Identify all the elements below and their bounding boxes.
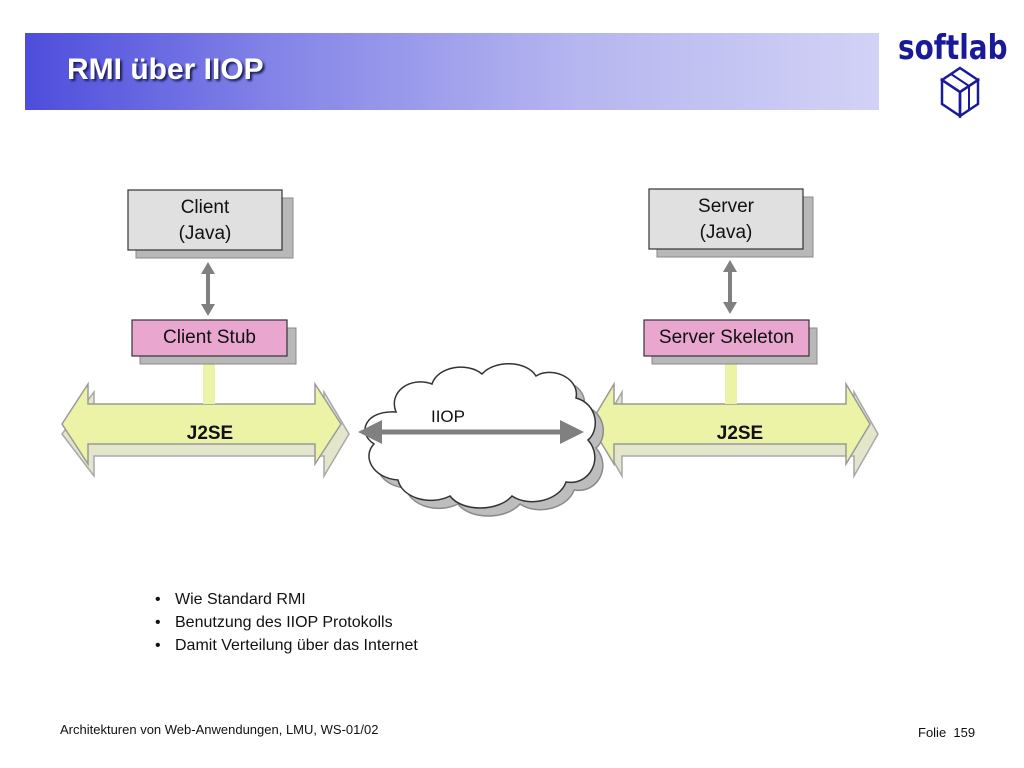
left-stub-connector xyxy=(203,360,215,404)
bullet-text: Benutzung des IIOP Protokolls xyxy=(175,614,393,631)
bullet-list: •Wie Standard RMI •Benutzung des IIOP Pr… xyxy=(155,588,418,657)
list-item: •Wie Standard RMI xyxy=(155,591,306,608)
slide-title: RMI über IIOP xyxy=(67,53,264,86)
cube-logo-icon xyxy=(940,66,980,119)
list-item: •Damit Verteilung über das Internet xyxy=(155,637,418,654)
footer-course: Architekturen von Web-Anwendungen, LMU, … xyxy=(60,722,379,737)
client-box-shape xyxy=(127,189,294,259)
footer-slide-number: Folie 159 xyxy=(918,725,975,740)
client-box: Client (Java) xyxy=(128,195,282,247)
slide-number: 159 xyxy=(953,725,976,740)
bullet-text: Wie Standard RMI xyxy=(175,591,306,608)
client-stub-label: Client Stub xyxy=(163,327,256,348)
softlab-logo: softlab xyxy=(898,28,1010,124)
network-label: IIOP xyxy=(430,407,465,426)
left-platform-label: J2SE xyxy=(186,423,234,444)
server-skeleton-shape xyxy=(643,319,818,365)
title-bar: RMI über IIOP xyxy=(25,33,879,110)
left-platform-shape xyxy=(61,381,350,479)
server-box-line2: (Java) xyxy=(699,222,753,243)
right-platform-label: J2SE xyxy=(716,423,764,444)
iiop-arrow xyxy=(358,420,584,444)
server-box-shape xyxy=(648,188,814,258)
client-box-line2: (Java) xyxy=(178,223,232,244)
server-skeleton-arrow xyxy=(723,260,737,314)
client-stub-arrow xyxy=(201,262,215,316)
right-skeleton-connector xyxy=(725,360,737,404)
right-platform-shape xyxy=(589,381,879,479)
server-box: Server (Java) xyxy=(649,194,803,246)
client-box-line1: Client xyxy=(180,197,230,218)
bullet-text: Damit Verteilung über das Internet xyxy=(175,637,418,654)
client-stub-shape xyxy=(131,319,297,365)
server-box-line1: Server xyxy=(698,196,754,217)
slide-label: Folie xyxy=(918,725,947,740)
list-item: •Benutzung des IIOP Protokolls xyxy=(155,614,393,631)
network-cloud xyxy=(364,363,604,517)
server-skeleton-label: Server Skeleton xyxy=(658,327,795,348)
logo-wordmark: softlab xyxy=(898,28,1008,68)
